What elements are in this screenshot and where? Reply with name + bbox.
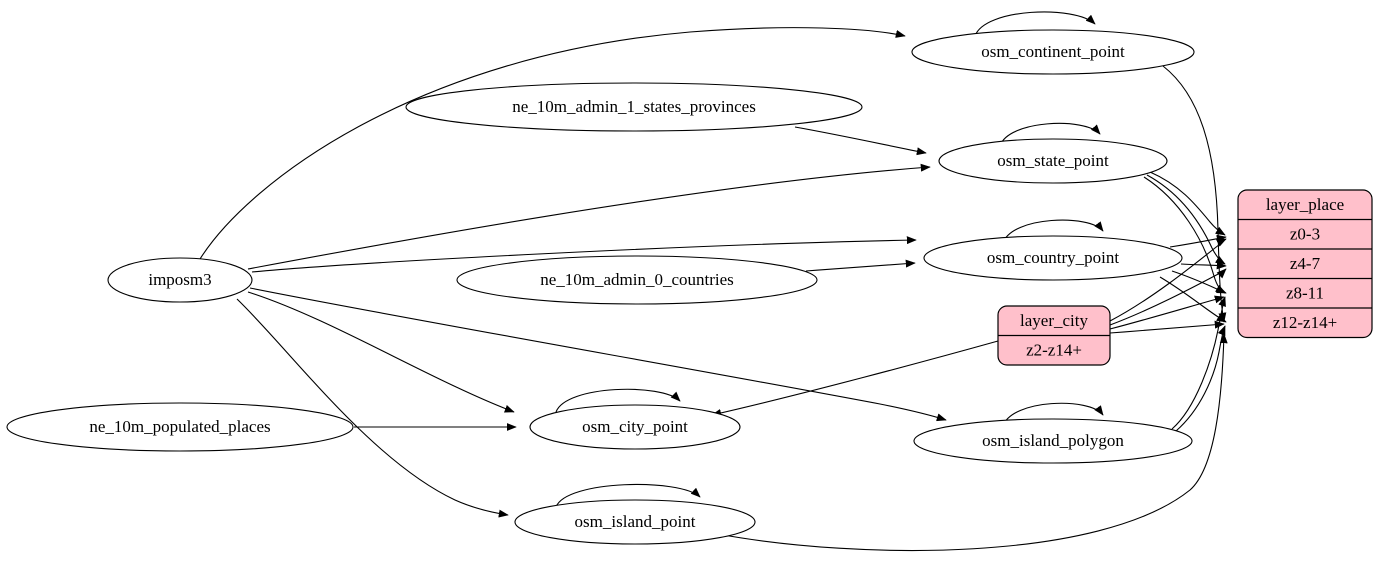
edge-imposm3-to-osm-city-point (247, 291, 515, 413)
record-node-layer-place[interactable]: layer_place z0-3 z4-7 z8-11 z12-z14+ (1237, 189, 1373, 339)
node-ne-10m-admin-0-countries[interactable]: ne_10m_admin_0_countries (456, 255, 818, 305)
layer-place-row-z0-3[interactable]: z0-3 (1290, 224, 1320, 243)
node-layer: imposm3 ne_10m_admin_1_states_provinces … (6, 29, 1195, 545)
node-imposm3[interactable]: imposm3 (107, 257, 253, 303)
edge-osm-state-point-to-layer-place-z4-7 (1146, 174, 1226, 265)
edge-osm-island-polygon-to-layer-place-z8-11 (1171, 296, 1226, 430)
layer-place-title: layer_place (1266, 195, 1344, 214)
node-label-ne-states: ne_10m_admin_1_states_provinces (512, 97, 756, 116)
node-label-osm-continent-point: osm_continent_point (981, 42, 1125, 61)
edge-osm-continent-point-to-layer-place-z12 (1162, 65, 1227, 323)
edge-self-loop-osm-island-polygon (1002, 402, 1104, 427)
edge-layer-city-to-layer-place-z4-7 (1109, 268, 1227, 326)
edge-self-loop-osm-island-point (555, 483, 701, 508)
node-osm-city-point[interactable]: osm_city_point (529, 404, 741, 450)
edge-osm-island-polygon-to-layer-place-z12 (1175, 325, 1226, 432)
layer-place-row-z4-7[interactable]: z4-7 (1290, 254, 1321, 273)
edge-layer-city-to-layer-place-z8-11 (1109, 295, 1225, 330)
edge-imposm3-to-osm-state-point (247, 163, 931, 270)
edge-osm-country-point-to-layer-place-z4-7 (1180, 261, 1227, 270)
node-ne-10m-admin-1-states-provinces[interactable]: ne_10m_admin_1_states_provinces (405, 82, 863, 132)
node-label-osm-island-polygon: osm_island_polygon (982, 431, 1124, 450)
edge-layer-city-to-osm-city-point (711, 340, 999, 417)
edge-ne-countries-to-osm-country-point (805, 259, 916, 272)
edge-ne-states-to-osm-state-point (794, 126, 927, 156)
node-label-osm-city-point: osm_city_point (582, 417, 688, 436)
edge-layer (199, 11, 1228, 552)
edge-osm-island-point-to-layer-place-z12 (717, 333, 1228, 552)
edge-osm-country-point-to-layer-place-z0-3 (1169, 234, 1227, 248)
layer-city-row-z2-z14[interactable]: z2-z14+ (1026, 340, 1082, 359)
edge-imposm3-to-osm-country-point (251, 236, 917, 273)
node-label-osm-island-point: osm_island_point (575, 512, 696, 531)
edge-self-loop-osm-state-point (999, 122, 1101, 147)
layer-place-row-z12-z14[interactable]: z12-z14+ (1273, 313, 1337, 332)
layer-city-title: layer_city (1020, 311, 1088, 330)
node-osm-state-point[interactable]: osm_state_point (938, 138, 1168, 184)
node-osm-island-point[interactable]: osm_island_point (514, 499, 756, 545)
node-osm-continent-point[interactable]: osm_continent_point (911, 29, 1195, 75)
node-osm-island-polygon[interactable]: osm_island_polygon (913, 418, 1193, 464)
edge-osm-state-point-to-layer-place-z0-3 (1149, 171, 1226, 236)
edge-self-loop-osm-city-point (555, 388, 681, 413)
node-label-ne-populated: ne_10m_populated_places (89, 417, 270, 436)
edge-layer-city-to-layer-place-z0-3 (1109, 238, 1227, 322)
layer-place-row-z8-11[interactable]: z8-11 (1286, 283, 1324, 302)
node-label-osm-state-point: osm_state_point (997, 151, 1109, 170)
edge-imposm3-to-osm-island-polygon (249, 287, 947, 422)
edge-layer-city-to-layer-place-z12 (1109, 320, 1225, 334)
record-node-layer-city[interactable]: layer_city z2-z14+ (997, 305, 1111, 366)
edge-imposm3-to-osm-continent-point (199, 27, 906, 260)
edge-imposm3-to-osm-island-point (236, 298, 509, 518)
edge-self-loop-osm-continent-point (974, 11, 1096, 37)
node-label-imposm3: imposm3 (148, 270, 211, 289)
node-osm-country-point[interactable]: osm_country_point (923, 235, 1183, 281)
node-ne-10m-populated-places[interactable]: ne_10m_populated_places (6, 402, 354, 452)
layer-place-box (1237, 189, 1373, 339)
node-label-osm-country-point: osm_country_point (987, 248, 1119, 267)
node-label-ne-countries: ne_10m_admin_0_countries (540, 270, 734, 289)
edge-self-loop-osm-country-point (1002, 219, 1104, 244)
